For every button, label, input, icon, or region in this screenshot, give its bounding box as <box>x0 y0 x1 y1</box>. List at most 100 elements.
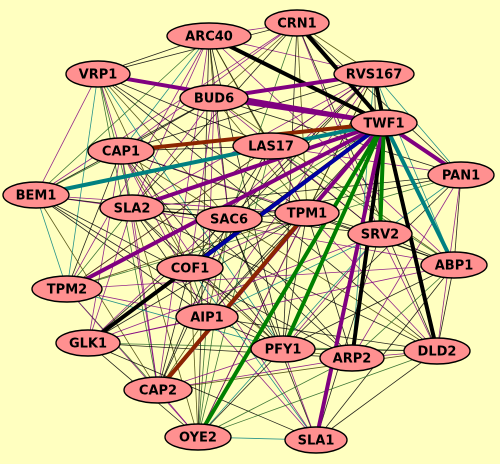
node-abp1[interactable]: ABP1 <box>420 251 488 279</box>
node-label: RVS167 <box>346 68 403 83</box>
node-label: COF1 <box>171 262 210 277</box>
node-label: ARP2 <box>333 352 372 367</box>
edge-abp1-dld2 <box>436 264 455 352</box>
strong-edge-twf1-pfy1 <box>281 121 386 351</box>
node-label: PAN1 <box>442 169 480 184</box>
edge-vrp1-las17 <box>97 73 272 147</box>
edge-sac6-pfy1 <box>228 218 284 350</box>
node-arc40[interactable]: ARC40 <box>166 22 252 50</box>
edge-arc40-sac6 <box>208 35 230 220</box>
edge-arc40-bem1 <box>35 35 210 196</box>
edge-tpm1-pfy1 <box>282 212 308 350</box>
edge-pan1-tpm2 <box>66 174 462 290</box>
node-las17[interactable]: LAS17 <box>232 132 310 160</box>
edge-abp1-arp2 <box>351 264 455 359</box>
node-srv2[interactable]: SRV2 <box>347 220 413 248</box>
node-glk1[interactable]: GLK1 <box>55 329 121 357</box>
node-label: SRV2 <box>361 228 399 243</box>
edge-tpm1-tpm2 <box>66 212 308 290</box>
edge-sac6-sla1 <box>228 218 317 441</box>
node-arp2[interactable]: ARP2 <box>319 344 385 372</box>
edge-cap1-cap2 <box>120 150 159 391</box>
node-ellipse <box>87 137 155 165</box>
node-label: TPM1 <box>287 207 327 222</box>
strong-edge-twf1-sla2 <box>130 121 386 210</box>
edge-twf1-sac6 <box>228 122 385 220</box>
node-vrp1[interactable]: VRP1 <box>65 60 131 88</box>
node-ellipse <box>99 194 165 222</box>
node-ellipse <box>156 254 224 282</box>
node-ellipse <box>166 22 252 50</box>
edge-sac6-dld2 <box>228 218 438 352</box>
node-bem1[interactable]: BEM1 <box>2 181 70 209</box>
node-cap2[interactable]: CAP2 <box>123 376 193 404</box>
edge-vrp1-cap2 <box>97 73 159 391</box>
node-aip1[interactable]: AIP1 <box>175 303 239 331</box>
node-label: SLA1 <box>298 434 335 449</box>
strong-edge-arc40-twf1 <box>207 34 386 125</box>
edge-aip1-sla1 <box>206 316 317 441</box>
edge-sla2-oye2 <box>131 207 199 438</box>
node-sla1[interactable]: SLA1 <box>284 426 348 454</box>
edge-las17-oye2 <box>197 145 272 438</box>
edge-tpm2-pfy1 <box>66 288 284 350</box>
strong-edge-twf1-oye2 <box>196 121 386 439</box>
edge-crn1-sac6 <box>228 22 298 220</box>
strong-edge-twf1-bem1 <box>34 121 386 197</box>
node-ellipse <box>123 376 193 404</box>
edge-bem1-tpm1 <box>35 194 308 214</box>
node-ellipse <box>427 161 495 189</box>
strong-edge-twf1-cof1 <box>188 121 386 270</box>
node-sla2[interactable]: SLA2 <box>99 194 165 222</box>
node-oye2[interactable]: OYE2 <box>164 423 232 451</box>
node-label: CAP2 <box>139 384 177 399</box>
node-bud6[interactable]: BUD6 <box>179 84 249 112</box>
edge-arp2-cap2 <box>157 357 353 391</box>
edge-rvs167-cap1 <box>120 73 375 152</box>
node-twf1[interactable]: TWF1 <box>350 109 418 137</box>
node-ellipse <box>55 329 121 357</box>
edge-bem1-tpm2 <box>35 194 68 290</box>
strong-edge-twf1-sla1 <box>314 121 386 442</box>
node-tpm1[interactable]: TPM1 <box>274 199 340 227</box>
node-tpm2[interactable]: TPM2 <box>31 275 103 303</box>
node-cap1[interactable]: CAP1 <box>87 137 155 165</box>
node-sac6[interactable]: SAC6 <box>195 205 263 233</box>
edge-abp1-sla1 <box>315 264 455 441</box>
node-cof1[interactable]: COF1 <box>156 254 224 282</box>
node-ellipse <box>264 9 330 37</box>
node-dld2[interactable]: DLD2 <box>403 337 471 365</box>
edge-dld2-oye2 <box>197 350 438 438</box>
edge-pfy1-oye2 <box>197 348 284 438</box>
edge-sac6-arp2 <box>228 218 353 359</box>
edge-arc40-tpm1 <box>208 35 308 214</box>
edge-rvs167-cof1 <box>189 73 375 269</box>
edge-las17-tpm2 <box>66 145 272 290</box>
node-pan1[interactable]: PAN1 <box>427 161 495 189</box>
edge-srv2-sla1 <box>315 233 381 441</box>
node-ellipse <box>175 303 239 331</box>
edge-bud6-sla2 <box>131 97 215 209</box>
edge-bem1-aip1 <box>35 194 208 318</box>
edge-tpm2-oye2 <box>66 288 199 438</box>
node-crn1[interactable]: CRN1 <box>264 9 330 37</box>
node-ellipse <box>284 426 348 454</box>
node-label: BEM1 <box>16 189 57 204</box>
edge-cof1-cap2 <box>157 267 191 391</box>
node-rvs167[interactable]: RVS167 <box>333 60 415 88</box>
node-label: SLA2 <box>114 202 151 217</box>
edge-crn1-bem1 <box>35 22 298 196</box>
node-pfy1[interactable]: PFY1 <box>250 335 316 363</box>
edge-arp2-oye2 <box>197 357 353 438</box>
node-ellipse <box>65 60 131 88</box>
edge-aip1-oye2 <box>197 316 208 438</box>
node-ellipse <box>319 344 385 372</box>
node-ellipse <box>195 205 263 233</box>
edge-dld2-cap2 <box>157 350 438 391</box>
node-label: VRP1 <box>79 68 118 83</box>
edge-rvs167-abp1 <box>373 73 455 266</box>
node-ellipse <box>347 220 413 248</box>
node-label: GLK1 <box>69 337 107 352</box>
